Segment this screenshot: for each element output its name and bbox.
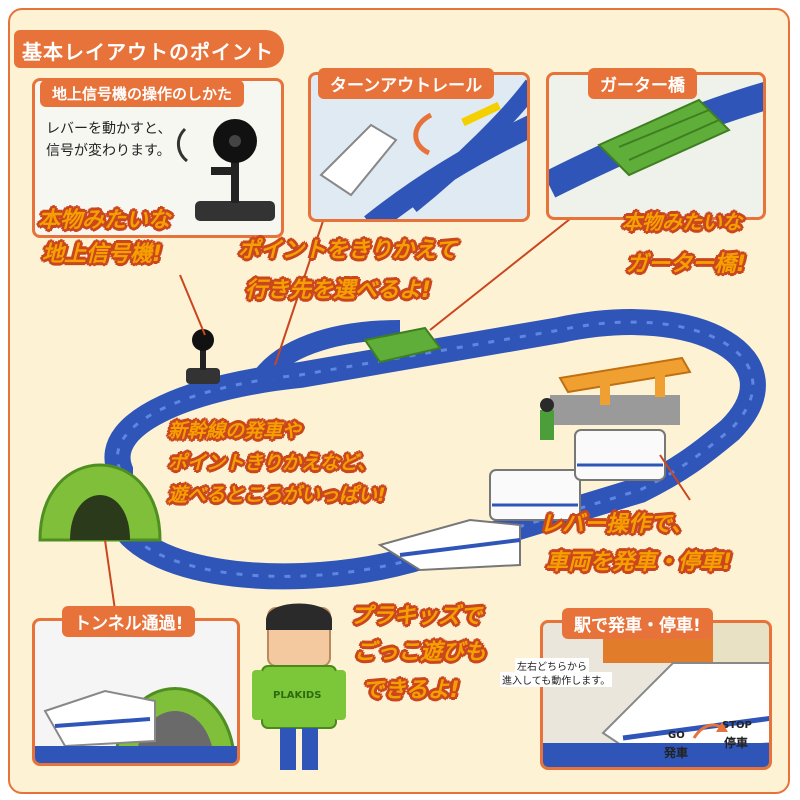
platform-figure — [540, 398, 554, 440]
girder-illustration — [549, 82, 763, 198]
fun-callout-1: 新幹線の発車や — [168, 420, 302, 442]
plakids-shirt-label: PLAKIDS — [273, 690, 322, 701]
signal-callout-2: 地上信号機! — [42, 242, 163, 267]
stop-label-en: STOP — [722, 720, 752, 731]
station-illustration — [543, 623, 769, 767]
fun-callout-3: 遊べるところがいっぱい! — [168, 484, 386, 506]
lever-callout-2: 車両を発車・停車! — [546, 550, 733, 575]
point-callout-1: ポイントをきりかえて — [238, 238, 457, 263]
station-note-2: 進入しても動作します。 — [500, 672, 613, 687]
go-label-jp: 発車 — [664, 746, 689, 760]
go-label-en: GO — [668, 730, 685, 741]
layout-train — [377, 429, 666, 572]
point-callout-2: 行き先を選べるよ! — [245, 278, 432, 303]
signal-pointer — [179, 274, 206, 336]
fun-callout-2: ポイントきりかえなど、 — [168, 452, 377, 474]
girder-callout-2: ガーター橋! — [626, 252, 747, 277]
page-title: 基本レイアウトのポイント — [22, 40, 274, 64]
layout-tunnel — [38, 463, 162, 542]
station-pointer — [659, 454, 691, 501]
girder-pointer — [429, 214, 576, 331]
turnout-panel-title: ターンアウトレール — [318, 68, 495, 99]
plakids-callout-2: ごっこ遊びも — [354, 640, 487, 665]
tunnel-panel — [32, 618, 240, 766]
tunnel-panel-title: トンネル通過! — [62, 606, 196, 637]
girder-callout-1: 本物みたいな — [622, 210, 742, 234]
station-note-1: 左右どちらから — [515, 658, 589, 673]
signal-callout-1: 本物みたいな — [38, 208, 171, 233]
plakids-figure — [252, 603, 346, 770]
oval-track — [104, 309, 766, 590]
turnout-pointer — [274, 199, 331, 366]
tunnel-illustration — [35, 687, 237, 763]
lever-callout-1: レバー操作で、 — [540, 512, 694, 537]
signal-instruction-2: 信号が変わります。 — [46, 143, 171, 159]
header-tab — [14, 30, 284, 68]
station-panel-title: 駅で発車・停車! — [562, 608, 713, 639]
layout-station — [550, 356, 692, 425]
plakids-callout-3: できるよ! — [362, 678, 460, 703]
signal-instruction-1: レバーを動かすと、 — [46, 121, 172, 137]
layout-signal — [186, 329, 220, 384]
signal-panel-title: 地上信号機の操作のしかた — [40, 80, 245, 107]
turnout-illustration — [319, 79, 527, 219]
station-panel — [540, 620, 772, 770]
plakids-callout-1: プラキッズで — [350, 604, 483, 629]
girder-panel-title: ガーター橋 — [588, 68, 697, 99]
stop-label-jp: 停車 — [724, 736, 749, 750]
girder-bridge — [363, 326, 442, 364]
signal-illustration — [177, 119, 275, 221]
tunnel-pointer — [104, 539, 116, 611]
